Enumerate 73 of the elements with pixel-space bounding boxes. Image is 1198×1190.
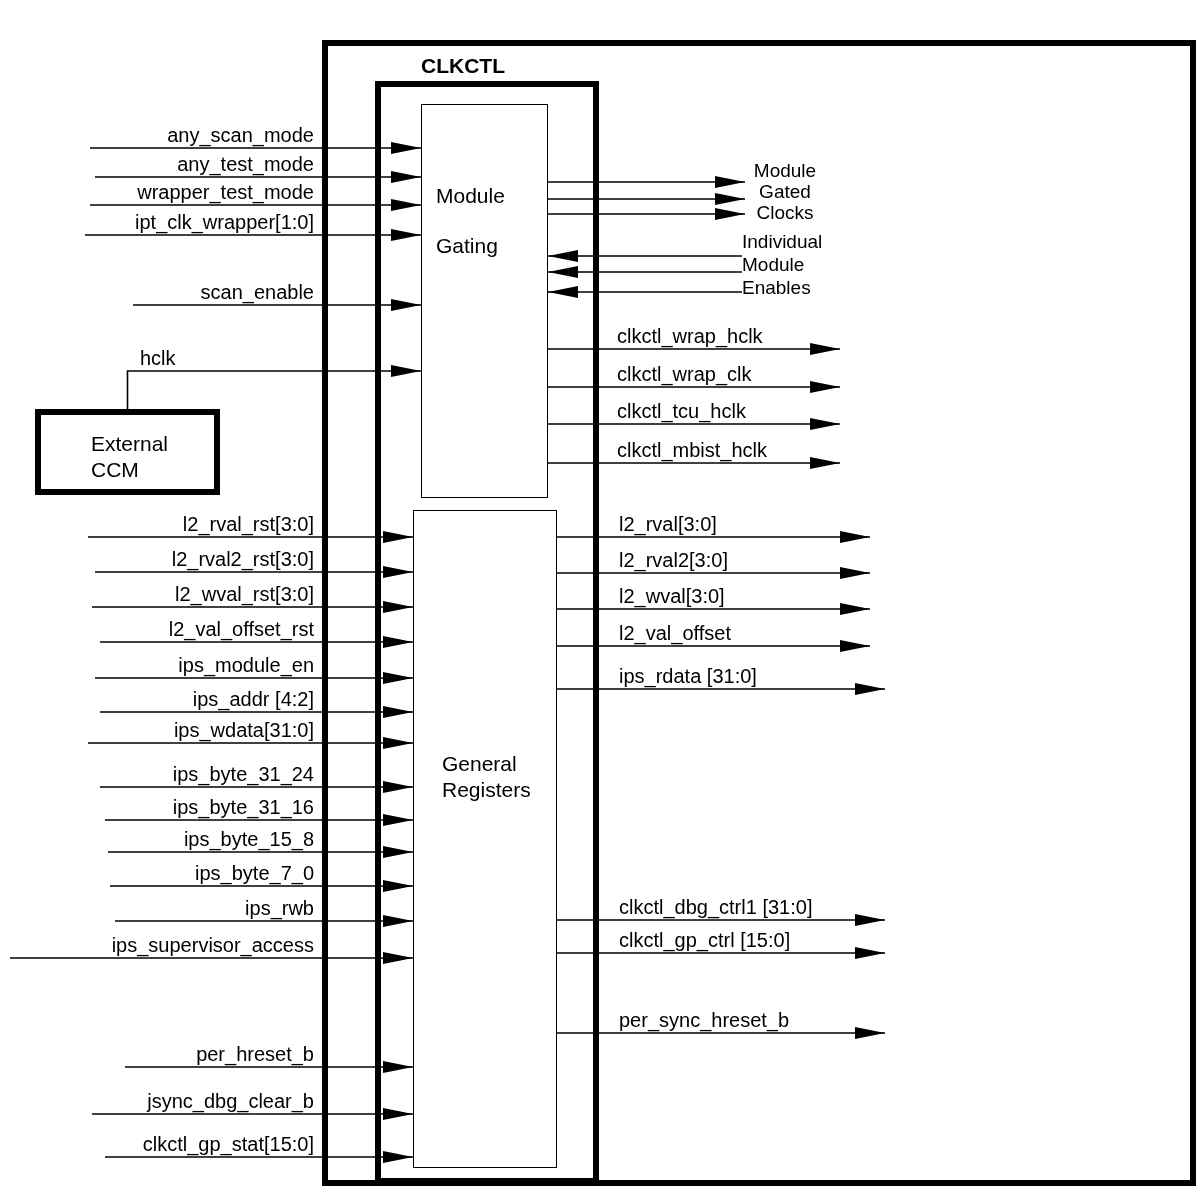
signal-arrow — [547, 176, 746, 188]
signal-label: ips_module_en — [176, 654, 316, 676]
signal-arrow — [9, 952, 414, 964]
signal-arrow — [556, 947, 886, 959]
signal-arrow — [124, 1061, 414, 1073]
signal-label: ips_byte_7_0 — [193, 862, 316, 884]
signal-arrow — [126, 365, 422, 410]
signal-arrow — [556, 567, 871, 579]
signal-arrow — [556, 1027, 886, 1039]
signal-arrow — [94, 672, 414, 684]
signal-arrow — [547, 418, 841, 430]
signal-arrow — [547, 193, 746, 205]
signal-label: clkctl_tcu_hclk — [615, 400, 748, 422]
signal-arrow — [84, 229, 422, 241]
platform-boundary — [322, 40, 1196, 1186]
signal-label: clkctl_wrap_hclk — [615, 325, 765, 347]
signal-arrow — [99, 636, 414, 648]
signal-arrow — [547, 286, 743, 298]
signal-label: clkctl_wrap_clk — [615, 363, 754, 385]
signal-arrow — [547, 457, 841, 469]
block-title: CLKCTL — [421, 53, 505, 79]
signal-arrow — [547, 343, 841, 355]
signal-label: wrapper_test_mode — [135, 181, 316, 203]
signal-arrow — [94, 566, 414, 578]
signal-arrow — [87, 737, 414, 749]
signal-label: per_sync_hreset_b — [617, 1009, 792, 1031]
signal-arrow — [104, 1151, 414, 1163]
signal-label: clkctl_dbg_ctrl1 [31:0] — [617, 896, 815, 918]
signal-arrow — [547, 381, 841, 393]
block-label: Module Gated Clocks — [752, 160, 818, 223]
block-label: Individual Module Enables — [742, 230, 824, 299]
signal-label: clkctl_gp_stat[15:0] — [140, 1133, 316, 1155]
signal-arrow — [91, 1108, 414, 1120]
module-gating-block — [421, 104, 548, 498]
signal-label: ipt_clk_wrapper[1:0] — [133, 211, 316, 233]
signal-label: per_hreset_b — [194, 1043, 316, 1065]
register-block — [413, 510, 557, 1168]
signal-arrow — [547, 250, 743, 262]
signal-label: l2_rval[3:0] — [617, 513, 719, 535]
signal-arrow — [556, 914, 886, 926]
block-label: General Registers — [442, 751, 532, 803]
signal-label: l2_wval[3:0] — [617, 585, 727, 607]
signal-arrow — [89, 142, 422, 154]
signal-label: ips_rwb — [243, 897, 316, 919]
signal-arrow — [556, 683, 886, 695]
block-label: External CCM — [91, 431, 170, 483]
signal-arrow — [89, 199, 422, 211]
signal-arrow — [104, 814, 414, 826]
signal-arrow — [547, 208, 746, 220]
signal-arrow — [107, 846, 414, 858]
signal-arrow — [87, 531, 414, 543]
signal-label: scan_enable — [198, 281, 316, 303]
signal-arrow — [547, 266, 743, 278]
signal-label: any_test_mode — [175, 153, 316, 175]
signal-arrow — [556, 640, 871, 652]
signal-label: l2_val_offset — [617, 622, 733, 644]
signal-label: jsync_dbg_clear_b — [145, 1090, 316, 1112]
signal-arrow — [91, 601, 414, 613]
signal-label: l2_rval2[3:0] — [617, 549, 730, 571]
signal-arrow — [99, 781, 414, 793]
signal-arrow — [94, 171, 422, 183]
signal-arrow — [114, 915, 414, 927]
signal-arrow — [132, 299, 422, 311]
signal-label: any_scan_mode — [165, 124, 316, 146]
block-label: Module Gating — [436, 183, 506, 259]
signal-arrow — [556, 531, 871, 543]
signal-label: clkctl_mbist_hclk — [615, 439, 770, 461]
signal-arrow — [99, 706, 414, 718]
signal-label: ips_rdata [31:0] — [617, 665, 759, 687]
external-ccm-block — [35, 409, 220, 495]
signal-arrow — [556, 603, 871, 615]
signal-label: l2_wval_rst[3:0] — [173, 583, 316, 605]
signal-arrow — [109, 880, 414, 892]
